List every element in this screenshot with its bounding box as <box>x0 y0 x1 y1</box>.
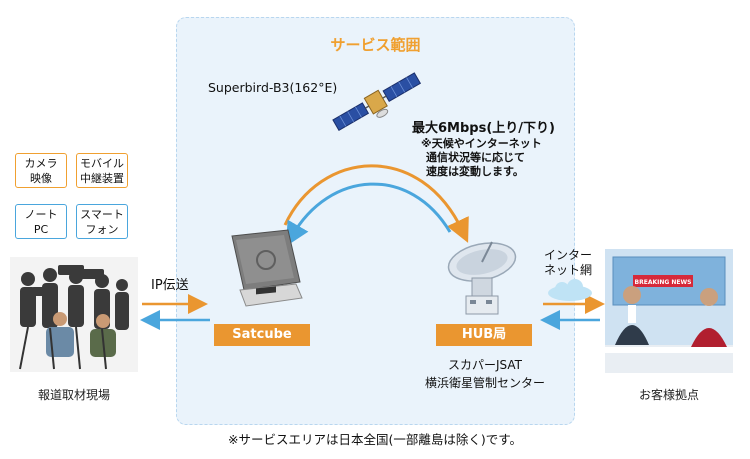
reporting-site-photo <box>10 257 138 372</box>
device-camera: カメラ 映像 <box>15 153 67 188</box>
internet-label: インター ネット網 <box>538 248 598 278</box>
customer-site-photo: BREAKING NEWS <box>605 249 733 373</box>
hub-dish-icon <box>447 241 517 315</box>
footer-note: ※サービスエリアは日本全国(一部離島は除く)です。 <box>228 432 522 447</box>
device-notebook-pc: ノート PC <box>15 204 67 239</box>
service-area-title: サービス範囲 <box>330 36 421 54</box>
internet-label-line: ネット網 <box>543 263 592 277</box>
speed-label: 最大6Mbps(上り/下り) <box>412 121 555 136</box>
uplink-arrow <box>283 164 469 243</box>
satellite-label: Superbird-B3(162°E) <box>208 80 338 95</box>
ip-transfer-label: IP伝送 <box>151 278 189 293</box>
internet-label-line: インター <box>543 248 592 262</box>
device-camera-label: カメラ 映像 <box>24 156 58 185</box>
hub-caption-line: 横浜衛星管制センター <box>424 376 545 390</box>
speed-note-line: 通信状況等に応じて <box>426 151 525 164</box>
satellite-icon <box>332 72 422 132</box>
hub-label: HUB局 <box>436 324 532 346</box>
device-mobile-relay: モバイル 中継装置 <box>76 153 128 188</box>
hub-caption: スカパーJSAT 横浜衛星管制センター <box>395 356 575 392</box>
device-mobile-relay-label: モバイル 中継装置 <box>80 156 124 185</box>
downlink-arrow <box>286 182 452 247</box>
device-notebook-pc-label: ノート PC <box>24 207 58 236</box>
speed-note-line: ※天候やインターネット <box>421 137 542 150</box>
speed-note-line: 速度は変動します。 <box>426 165 524 178</box>
satcube-terminal-icon <box>231 229 303 307</box>
satcube-label: Satcube <box>214 324 310 346</box>
service-area <box>176 17 575 425</box>
device-smartphone-label: スマート フォン <box>80 207 124 236</box>
cloud-icon <box>548 279 592 301</box>
customer-site-caption: お客様拠点 <box>638 388 699 402</box>
speed-note: ※天候やインターネット 通信状況等に応じて 速度は変動します。 <box>421 137 542 179</box>
breaking-news-banner: BREAKING NEWS <box>635 279 692 286</box>
hub-caption-line: スカパーJSAT <box>448 358 522 372</box>
reporting-site-caption: 報道取材現場 <box>37 388 110 402</box>
device-smartphone: スマート フォン <box>76 204 128 239</box>
